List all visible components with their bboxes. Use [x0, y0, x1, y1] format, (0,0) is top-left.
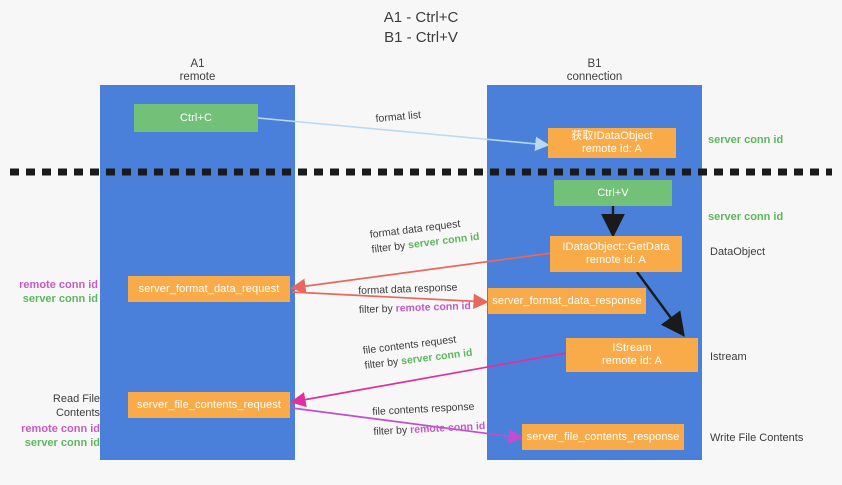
- annotation-server-conn-id-top: server conn id: [708, 134, 784, 146]
- edge-label-file-contents-response-filter: filter by remote conn id: [373, 420, 486, 438]
- annotation-server-conn-id-left-2: server conn id: [24, 437, 100, 449]
- node-idataobject-getdata[interactable]: IDataObject::GetData remote id: A: [550, 236, 682, 272]
- edge-label-format-list: format list: [375, 109, 422, 125]
- annotation-server-conn-id-mid: server conn id: [708, 211, 784, 223]
- edge-label-file-contents-request-group: file contents request filter by server c…: [362, 331, 473, 374]
- annotation-read-file-contents: Read File Contents: [52, 393, 100, 419]
- page-title: A1 - Ctrl+C B1 - Ctrl+V: [383, 9, 459, 46]
- annotation-dataobject: DataObject: [710, 246, 766, 258]
- annotation-server-conn-id-left-1: server conn id: [22, 293, 98, 305]
- edge-label-file-contents-response-group: file contents response filter by remote …: [372, 399, 486, 440]
- edge-label-format-data-response-filter: filter by remote conn id: [358, 300, 472, 316]
- node-server-file-contents-response[interactable]: server_file_contents_response: [522, 424, 684, 450]
- node-server-format-data-response[interactable]: server_format_data_response: [488, 288, 646, 314]
- edge-label-format-data-response-group: format data response filter by remote co…: [358, 280, 471, 318]
- annotation-remote-conn-id-2: remote conn id: [21, 423, 100, 435]
- edge-label-format-data-response: format data response: [358, 281, 458, 297]
- annotation-write-file-contents: Write File Contents: [710, 432, 804, 444]
- annotation-remote-conn-id-1: remote conn id: [19, 279, 98, 291]
- edge-label-format-data-request-group: format data request filter by server con…: [369, 215, 480, 258]
- node-ctrl-v[interactable]: Ctrl+V: [554, 180, 672, 206]
- annotation-conn-ids-format: remote conn id server conn id: [10, 278, 98, 306]
- node-get-idataobject[interactable]: 获取IDataObject remote id: A: [548, 128, 676, 158]
- column-header-b1: B1 connection: [566, 58, 623, 83]
- column-header-a1: A1 remote: [179, 58, 216, 83]
- edge-label-file-contents-response: file contents response: [372, 400, 475, 418]
- node-ctrl-c[interactable]: Ctrl+C: [134, 104, 258, 132]
- node-server-format-data-request[interactable]: server_format_data_request: [128, 276, 290, 302]
- annotation-istream: Istream: [710, 351, 747, 363]
- annotation-read-file-contents-group: Read File Contents remote conn id server…: [8, 392, 100, 450]
- node-istream[interactable]: IStream remote id: A: [566, 338, 698, 372]
- node-server-file-contents-request[interactable]: server_file_contents_request: [128, 392, 290, 418]
